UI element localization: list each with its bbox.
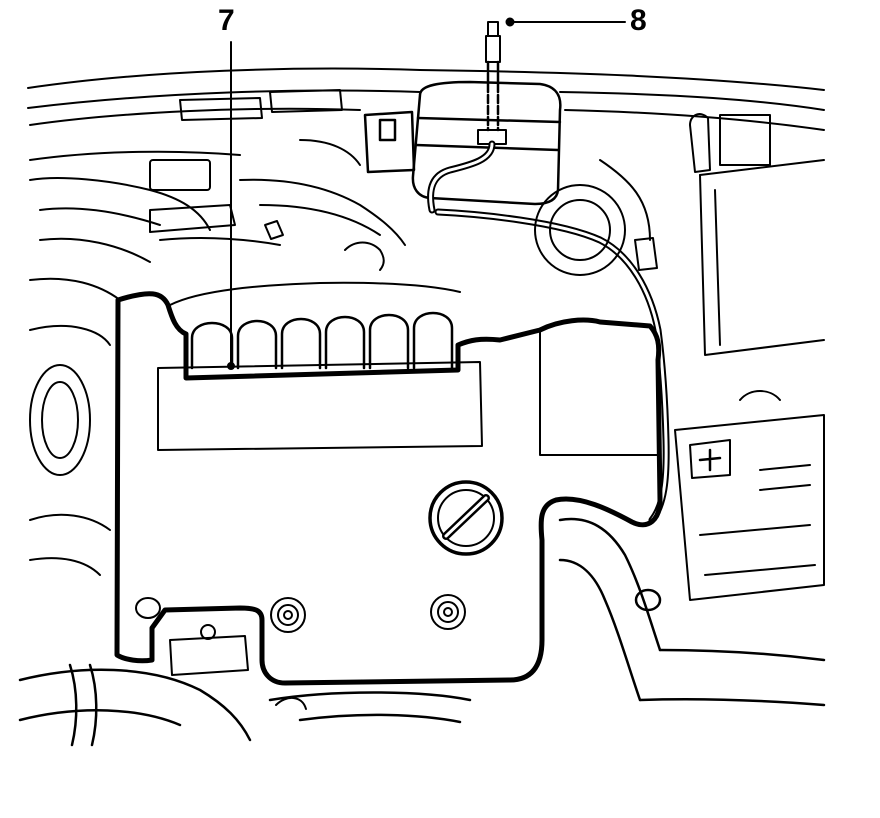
- callout-leader-7: [227, 41, 235, 370]
- callout-label-7: 7: [218, 4, 235, 37]
- lower-left-hose: [18, 663, 472, 747]
- cover-bolt-right: [430, 594, 466, 630]
- lower-brackets: [135, 597, 307, 710]
- callout-leader-8: [505, 17, 626, 27]
- left-components: [29, 89, 406, 576]
- intake-hose: [558, 517, 826, 707]
- oil-filler-cap: [428, 480, 504, 556]
- intake-manifold-cover: [114, 281, 663, 686]
- callout-label-8: 8: [630, 4, 647, 37]
- cover-bolt-left: [270, 597, 306, 633]
- coolant-reservoir: [363, 80, 562, 206]
- battery: [534, 113, 825, 601]
- hose-connector: [427, 21, 670, 524]
